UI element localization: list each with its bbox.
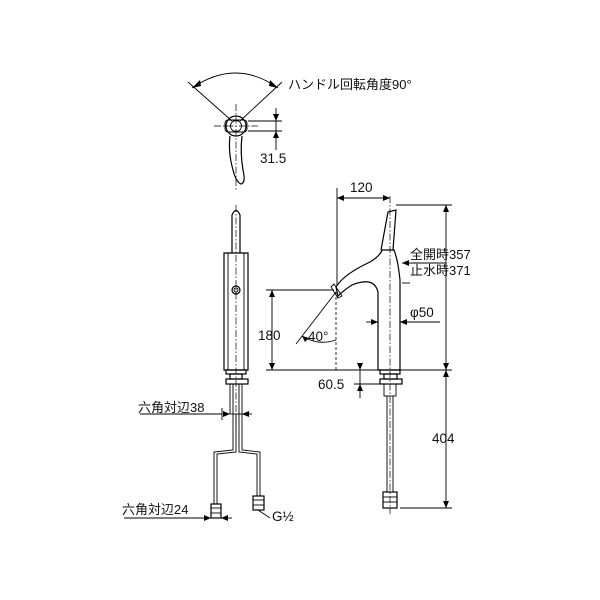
phi50-label: φ50 xyxy=(410,305,434,320)
dim-180-label: 180 xyxy=(258,328,281,343)
dim-404-label: 404 xyxy=(432,431,455,446)
hex38-label: 六角対辺38 xyxy=(138,400,205,415)
full-open-height-label: 全開時357 xyxy=(410,247,471,262)
faucet-side-view xyxy=(266,188,452,514)
dim-60-5-label: 60.5 xyxy=(318,377,345,392)
stop-water-height-label: 止水時371 xyxy=(410,263,471,278)
handle-top-view xyxy=(187,72,283,190)
hex24-label: 六角対辺24 xyxy=(122,502,189,517)
g-half-label: G½ xyxy=(272,509,294,524)
dim-120-label: 120 xyxy=(350,180,373,195)
faucet-front-view xyxy=(124,205,271,521)
angle-40-label: 40° xyxy=(308,329,329,344)
handle-rotation-label: ハンドル回転角度90° xyxy=(288,77,412,92)
dim-31-5-label: 31.5 xyxy=(260,151,287,166)
